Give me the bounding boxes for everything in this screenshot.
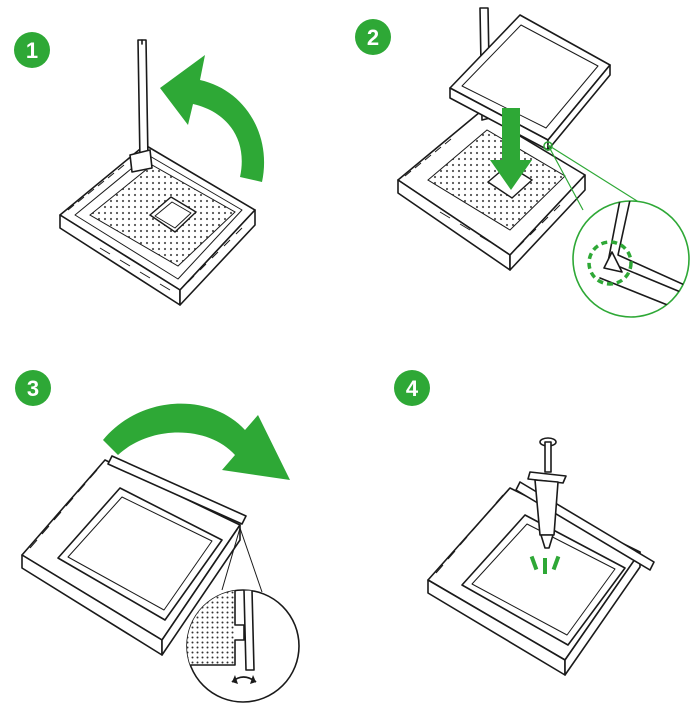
syringe-barrel bbox=[535, 480, 558, 535]
step-2-number: 2 bbox=[367, 25, 379, 50]
step-3: 3 bbox=[15, 370, 299, 702]
socket-lever-hinge bbox=[130, 150, 152, 172]
lever-latch-zoom bbox=[187, 590, 299, 702]
step-3-badge: 3 bbox=[15, 370, 51, 406]
zoom-circle bbox=[573, 201, 689, 317]
step-2: 2 bbox=[355, 8, 694, 318]
step-1-socket bbox=[60, 40, 255, 305]
step-4: 4 bbox=[394, 370, 654, 675]
triangle-alignment-zoom bbox=[573, 200, 694, 318]
step-4-badge: 4 bbox=[394, 370, 430, 406]
step-2-badge: 2 bbox=[355, 19, 391, 55]
step-1-badge: 1 bbox=[14, 32, 50, 68]
lever-latch-detail bbox=[244, 590, 254, 670]
step-1-number: 1 bbox=[26, 38, 38, 63]
socket-lever-raised bbox=[138, 40, 148, 162]
step-4-number: 4 bbox=[406, 376, 419, 401]
step-3-number: 3 bbox=[27, 376, 39, 401]
step-1: 1 bbox=[14, 32, 264, 305]
syringe-plunger-rod bbox=[545, 442, 551, 472]
